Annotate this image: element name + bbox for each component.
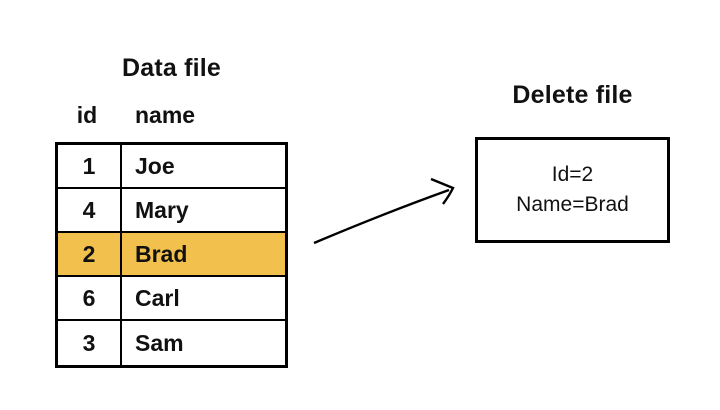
column-header-name: name [135,102,196,128]
delete-file-line-name: Name=Brad [516,193,629,216]
id-cell: 4 [58,189,122,231]
id-cell: 6 [58,277,122,319]
data-file-title: Data file [121,54,222,82]
table-row: 3 Sam [58,321,285,365]
name-cell: Joe [135,152,175,179]
delete-file-title: Delete file [512,81,633,109]
name-cell: Mary [135,196,189,223]
data-file-table: 1 Joe 4 Mary 2 Brad 6 Carl 3 Sam [55,142,288,368]
delete-file-line-id: Id=2 [551,163,594,186]
name-cell: Sam [135,329,184,356]
table-row: 1 Joe [58,145,285,189]
column-header-id: id [76,102,98,128]
id-cell: 1 [58,145,122,187]
table-row: 6 Carl [58,277,285,321]
name-cell: Brad [135,240,188,267]
delete-file-box: Id=2 Name=Brad [475,137,670,243]
table-row-highlighted: 2 Brad [58,233,285,277]
id-cell: 3 [58,321,122,365]
table-row: 4 Mary [58,189,285,233]
name-cell: Carl [135,284,180,311]
id-cell: 2 [58,233,122,275]
